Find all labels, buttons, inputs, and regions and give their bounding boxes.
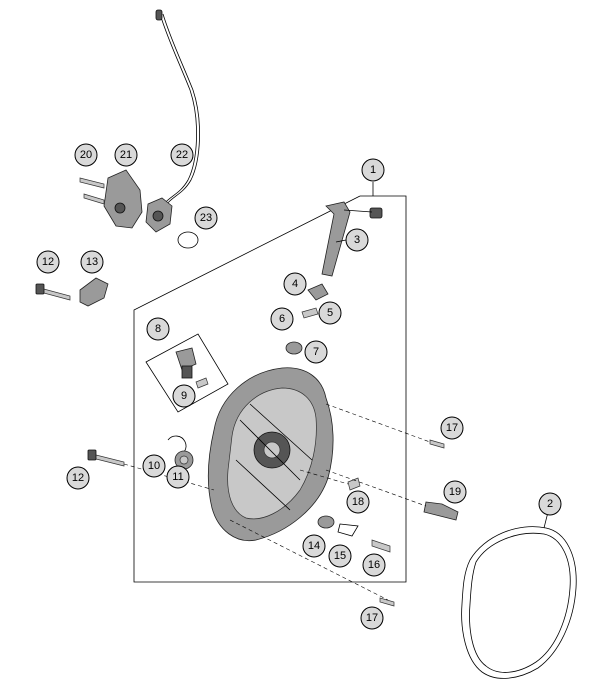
pin-6 — [301, 307, 319, 319]
callout-20: 20 — [74, 143, 98, 167]
svg-text:6: 6 — [279, 313, 285, 325]
svg-text:3: 3 — [354, 234, 360, 246]
svg-text:10: 10 — [148, 460, 160, 472]
svg-text:17: 17 — [446, 422, 458, 434]
axis-17-lower — [229, 519, 389, 601]
fitting-18 — [347, 477, 361, 491]
plug-8 — [175, 347, 197, 371]
svg-text:1: 1 — [370, 164, 376, 176]
svg-text:2: 2 — [547, 498, 553, 510]
clutch-cover-rib-2 — [249, 403, 313, 461]
callout-12-upper: 12 — [36, 250, 60, 274]
svg-text:7: 7 — [313, 346, 319, 358]
clutch-actuator-pivot — [152, 210, 164, 222]
leader-3 — [335, 239, 347, 243]
callout-15: 15 — [328, 544, 352, 568]
gasket-2 — [461, 526, 577, 679]
bolt-16 — [371, 539, 391, 553]
callout-17-lower: 17 — [360, 606, 384, 630]
callout-6: 6 — [270, 307, 294, 331]
bracket-13 — [79, 277, 109, 307]
clutch-cable-inner — [162, 13, 200, 205]
bolt-20a — [79, 177, 105, 189]
callout-13: 13 — [80, 250, 104, 274]
callout-4: 4 — [283, 272, 307, 296]
spring-4 — [307, 283, 329, 301]
shaft-19 — [423, 501, 459, 521]
bracket-21-hole — [114, 202, 126, 214]
subassembly-frame-8 — [145, 333, 229, 413]
svg-text:16: 16 — [368, 559, 380, 571]
axis-18 — [299, 469, 349, 485]
callout-17-upper: 17 — [440, 416, 464, 440]
svg-text:11: 11 — [172, 471, 183, 483]
callout-8: 8 — [146, 317, 170, 341]
clutch-lever-3 — [321, 201, 351, 277]
plug-8-thread — [181, 365, 193, 379]
bolt-20b — [83, 193, 105, 205]
bolt-12-lower-head — [87, 449, 97, 461]
axis-12-lower — [123, 463, 215, 491]
callout-14: 14 — [302, 534, 326, 558]
seal-9 — [195, 377, 209, 389]
callout-12-lower: 12 — [66, 466, 90, 490]
svg-text:12: 12 — [72, 472, 84, 484]
svg-text:23: 23 — [200, 212, 212, 224]
callout-2: 2 — [538, 492, 562, 516]
svg-text:20: 20 — [80, 149, 92, 161]
callout-21: 21 — [114, 143, 138, 167]
bolt-17-upper — [429, 439, 445, 449]
lever-3-arm — [343, 209, 373, 213]
svg-text:22: 22 — [176, 149, 188, 161]
assembly-frame — [133, 195, 407, 583]
bearing-11-bore — [179, 455, 189, 465]
callout-5: 5 — [318, 301, 342, 325]
callout-23: 23 — [194, 206, 218, 230]
svg-text:14: 14 — [308, 540, 320, 552]
svg-text:9: 9 — [181, 390, 187, 402]
cable-end-fitting — [155, 9, 163, 21]
bracket-21 — [103, 169, 143, 229]
axis-17-upper — [325, 403, 431, 443]
svg-text:18: 18 — [352, 496, 364, 508]
callout-1: 1 — [361, 158, 385, 182]
callout-19: 19 — [443, 480, 467, 504]
clutch-cover-rib-3 — [235, 459, 291, 511]
svg-text:17: 17 — [366, 612, 378, 624]
clutch-cable — [159, 13, 197, 205]
svg-text:8: 8 — [155, 323, 161, 335]
svg-text:21: 21 — [120, 149, 132, 161]
seal-15 — [337, 523, 359, 537]
svg-text:13: 13 — [86, 256, 98, 268]
svg-text:5: 5 — [327, 307, 333, 319]
gasket-2-inner — [469, 532, 571, 673]
bushing-7 — [285, 341, 303, 355]
bolt-12-upper-head — [35, 283, 45, 295]
clutch-cover-hub-center — [263, 441, 281, 459]
o-ring-23 — [177, 231, 199, 249]
lever-3-tip — [369, 207, 383, 219]
callout-22: 22 — [170, 143, 194, 167]
callout-7: 7 — [304, 340, 328, 364]
callout-9: 9 — [172, 384, 196, 408]
svg-text:4: 4 — [292, 278, 298, 290]
bolt-12-upper — [39, 287, 71, 301]
svg-text:19: 19 — [449, 486, 461, 498]
bolt-17-lower — [379, 597, 395, 607]
svg-text:15: 15 — [334, 550, 346, 562]
clutch-cover-rib-1 — [239, 419, 301, 481]
washer-14 — [317, 515, 335, 529]
callout-10: 10 — [142, 454, 166, 478]
svg-text:12: 12 — [42, 256, 54, 268]
axis-19 — [325, 469, 427, 507]
callout-16: 16 — [362, 553, 386, 577]
callout-18: 18 — [346, 490, 370, 514]
bolt-12-lower — [91, 453, 125, 467]
callout-11: 11 — [166, 465, 190, 489]
callout-3: 3 — [345, 228, 369, 252]
